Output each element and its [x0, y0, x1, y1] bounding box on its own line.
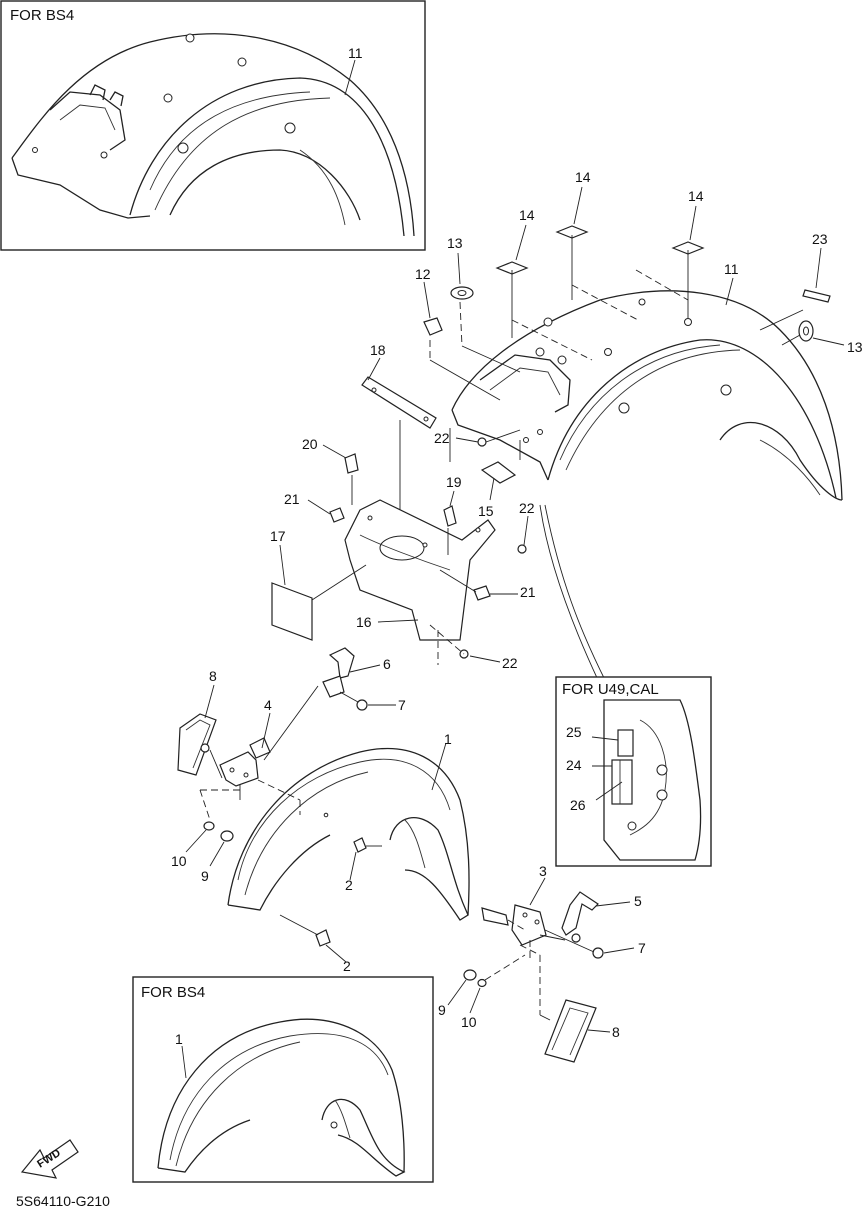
callout-11: 11 [724, 261, 739, 277]
callout-15: 15 [478, 503, 494, 519]
callout-labels: 11 12 13 13 14 14 14 23 18 20 22 19 15 2… [171, 169, 863, 1040]
callout-9-left: 9 [201, 868, 209, 884]
callout-5: 5 [634, 893, 642, 909]
callout-26: 26 [570, 797, 586, 813]
callout-13-left: 13 [447, 235, 463, 251]
callout-19: 19 [446, 474, 462, 490]
callout-10-right: 10 [461, 1014, 477, 1030]
fwd-arrow: FWD [20, 1139, 79, 1179]
callout-4: 4 [264, 697, 272, 713]
callout-14-middle: 14 [575, 169, 591, 185]
callout-23: 23 [812, 231, 828, 247]
callout-9-right: 9 [438, 1002, 446, 1018]
callout-13-right: 13 [847, 339, 863, 355]
callout-8-left: 8 [209, 668, 217, 684]
callout-14-left: 14 [519, 207, 535, 223]
callout-18: 18 [370, 342, 386, 358]
callout-leaders [185, 186, 845, 1033]
callout-14-right: 14 [688, 188, 704, 204]
inset-u49-cal: FOR U49,CAL [555, 676, 712, 867]
callout-10-left: 10 [171, 853, 187, 869]
rear-fender-small-parts [423, 225, 831, 659]
callout-24: 24 [566, 757, 582, 773]
diagram-code: 5S64110-G210 [16, 1193, 110, 1209]
callout-11-inset: 11 [348, 45, 363, 61]
callout-1: 1 [444, 731, 452, 747]
callout-25: 25 [566, 724, 582, 740]
inset-title-front-bs4: FOR BS4 [141, 984, 205, 1001]
callout-22-bottom: 22 [502, 655, 518, 671]
callout-21-left: 21 [284, 491, 300, 507]
inset-front-fender-bs4: FOR BS4 1 [132, 976, 434, 1183]
rear-fender-inset-drawing [11, 33, 415, 237]
guide-lines-lower [199, 685, 595, 1021]
license-bracket [271, 376, 496, 641]
callout-6: 6 [383, 656, 391, 672]
front-fender-main [227, 747, 470, 921]
inset-title-rear-bs4: FOR BS4 [10, 7, 74, 24]
callout-7-lower: 7 [638, 940, 646, 956]
callout-21-right: 21 [520, 584, 536, 600]
callout-20: 20 [302, 436, 318, 452]
callout-17: 17 [270, 528, 286, 544]
callout-1-inset: 1 [175, 1031, 183, 1047]
callout-22-top: 22 [434, 430, 450, 446]
inset-rear-fender-bs4: FOR BS4 11 [0, 0, 426, 251]
guide-lines-upper [311, 235, 804, 683]
callout-3: 3 [539, 863, 547, 879]
callout-12: 12 [415, 266, 431, 282]
callout-2-lower: 2 [343, 958, 351, 974]
rear-fender-main [451, 290, 843, 501]
callout-22-right: 22 [519, 500, 535, 516]
callout-8-right: 8 [612, 1024, 620, 1040]
callout-7-upper: 7 [398, 697, 406, 713]
callout-16: 16 [356, 614, 372, 630]
inset-title-u49-cal: FOR U49,CAL [562, 681, 659, 698]
front-fender-parts [177, 647, 604, 1063]
callout-2-upper: 2 [345, 877, 353, 893]
